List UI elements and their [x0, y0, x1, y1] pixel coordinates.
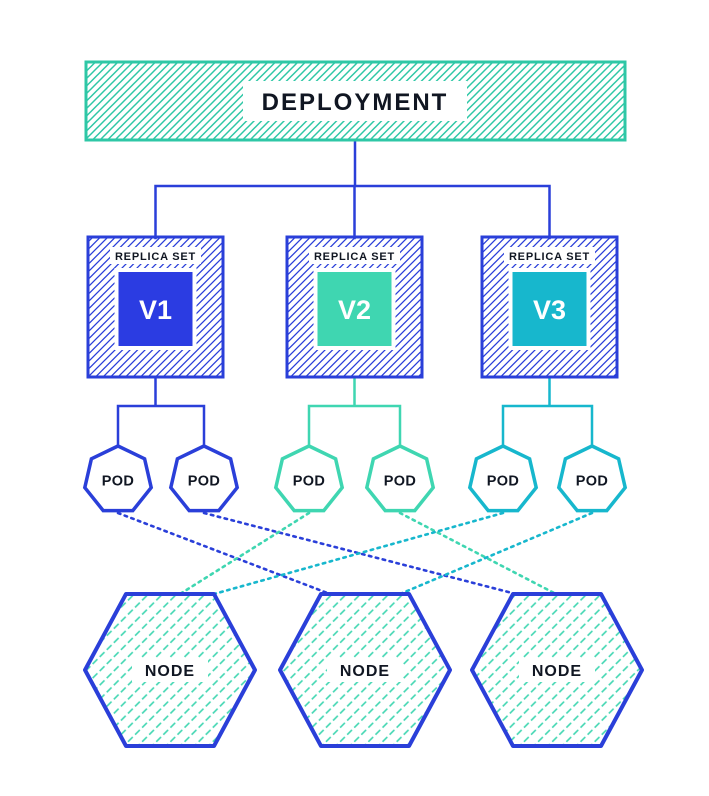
node-1-label-bg — [132, 658, 208, 682]
replicaset-2-to-pods-connector — [307, 375, 402, 448]
replica-set-1: REPLICA SET V1 — [86, 235, 225, 379]
replica-set-3-label-bg — [504, 247, 595, 264]
pod-2-label: POD — [188, 474, 221, 490]
replica-set-2: REPLICA SET V2 — [285, 235, 424, 379]
node-2: NODE — [278, 592, 452, 748]
link-pod2-node3 — [202, 511, 518, 596]
link-pod4-node3 — [398, 511, 558, 596]
replica-set-2-label: REPLICA SET — [314, 251, 395, 263]
deployment-label-bg — [243, 81, 467, 121]
pod-6: POD — [556, 444, 628, 513]
pod-6-heptagon — [556, 444, 628, 513]
replica-set-1-version-square — [118, 272, 193, 346]
pod-5-heptagon — [467, 444, 539, 513]
node-1: NODE — [83, 592, 257, 748]
node-3: NODE — [470, 592, 644, 748]
link-pod6-node2 — [398, 511, 594, 596]
replica-set-1-label: REPLICA SET — [115, 251, 196, 263]
pod-4-label: POD — [384, 474, 417, 490]
replicaset-3-to-pods-connector — [501, 375, 594, 448]
pod-3-heptagon — [273, 444, 345, 513]
pod-4: POD — [364, 444, 436, 513]
pod-6-label: POD — [576, 474, 609, 490]
pod-1-label: POD — [102, 474, 135, 490]
deployment-to-replicasets-connector — [154, 138, 551, 240]
node-3-label: NODE — [532, 663, 582, 680]
replica-set-1-label-bg — [110, 247, 201, 264]
deployment-label: DEPLOYMENT — [262, 89, 449, 116]
replica-set-2-version-square — [317, 272, 392, 346]
replica-set-3-version-square — [512, 272, 587, 346]
replica-set-3: REPLICA SET V3 — [480, 235, 619, 379]
replica-set-2-version-label: V2 — [338, 295, 371, 325]
pod-4-heptagon — [364, 444, 436, 513]
deployment-box: DEPLOYMENT — [84, 60, 627, 142]
pod-1-heptagon — [82, 444, 154, 513]
pod-3-label: POD — [293, 474, 326, 490]
link-pod3-node1 — [178, 511, 311, 596]
pod-2: POD — [168, 444, 240, 513]
replicaset-1-to-pods-connector — [116, 375, 206, 448]
node-2-label-bg — [327, 658, 403, 682]
pod-5: POD — [467, 444, 539, 513]
link-pod1-node2 — [116, 511, 332, 596]
node-1-label: NODE — [145, 663, 195, 680]
pod-5-label: POD — [487, 474, 520, 490]
replica-set-3-version-label: V3 — [533, 295, 566, 325]
pod-2-heptagon — [168, 444, 240, 513]
link-pod5-node1 — [212, 511, 505, 596]
replica-set-3-label: REPLICA SET — [509, 251, 590, 263]
replica-set-2-label-bg — [309, 247, 400, 264]
pod-1: POD — [82, 444, 154, 513]
node-2-label: NODE — [340, 663, 390, 680]
pod-3: POD — [273, 444, 345, 513]
replica-set-1-version-label: V1 — [139, 295, 172, 325]
node-3-label-bg — [519, 658, 595, 682]
